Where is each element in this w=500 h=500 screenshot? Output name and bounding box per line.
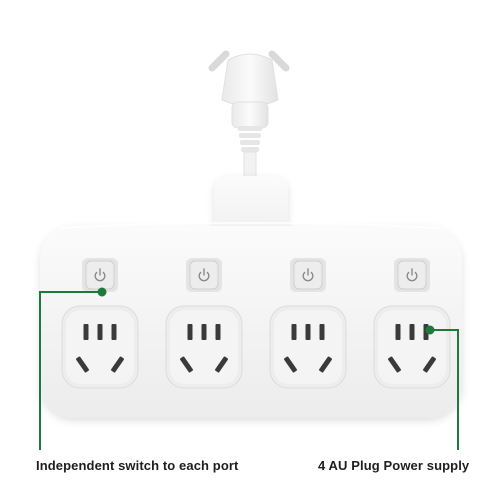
power-switch-button[interactable] <box>394 258 430 292</box>
power-symbol-arc <box>198 271 210 282</box>
socket-hole-top-2 <box>97 324 103 340</box>
callout-lines <box>39 287 459 450</box>
outlet-3 <box>269 258 347 389</box>
outlet-row <box>61 258 451 389</box>
power-strip-body <box>40 176 462 418</box>
socket-hole-top-2 <box>201 324 207 340</box>
socket-hole-top-1 <box>395 324 401 340</box>
switch-callout-line <box>39 291 102 450</box>
socket-slot-left <box>283 356 298 373</box>
power-symbol-arc <box>94 271 106 282</box>
power-switch-button[interactable] <box>82 258 118 292</box>
socket-hole-top-1 <box>291 324 297 340</box>
power-symbol-arc <box>302 271 314 282</box>
power-switch-icon <box>302 268 314 282</box>
socket-hole-top-3 <box>111 324 117 340</box>
supply-callout-line <box>430 329 459 450</box>
socket-hole-top-2 <box>409 324 415 340</box>
au-socket-icon <box>61 305 139 389</box>
au-socket-icon <box>373 305 451 389</box>
power-switch-icon <box>94 268 106 282</box>
socket-inner <box>66 310 134 384</box>
socket-inner <box>170 310 238 384</box>
socket-hole-top-3 <box>215 324 221 340</box>
au-socket-icon <box>269 305 347 389</box>
power-switch-button[interactable] <box>290 258 326 292</box>
power-supply-feature-label: 4 AU Plug Power supply <box>318 458 470 473</box>
socket-hole-top-1 <box>187 324 193 340</box>
socket-inner <box>274 310 342 384</box>
socket-inner <box>378 310 446 384</box>
power-plug-icon <box>208 50 290 129</box>
socket-hole-top-3 <box>319 324 325 340</box>
socket-slot-left <box>179 356 194 373</box>
socket-slot-right <box>422 356 437 373</box>
power-switch-icon <box>406 268 418 282</box>
switch-feature-label: Independent switch to each port <box>36 458 239 473</box>
socket-hole-top-1 <box>83 324 89 340</box>
socket-slot-left <box>75 356 90 373</box>
outlet-2 <box>165 258 243 389</box>
au-socket-icon <box>165 305 243 389</box>
power-symbol-arc <box>406 271 418 282</box>
power-switch-button[interactable] <box>186 258 222 292</box>
outlet-1 <box>61 258 139 389</box>
socket-hole-top-2 <box>305 324 311 340</box>
power-switch-icon <box>198 268 210 282</box>
socket-slot-right <box>110 356 125 373</box>
socket-slot-right <box>214 356 229 373</box>
power-cable <box>238 126 262 183</box>
socket-slot-right <box>318 356 333 373</box>
socket-slot-left <box>387 356 402 373</box>
